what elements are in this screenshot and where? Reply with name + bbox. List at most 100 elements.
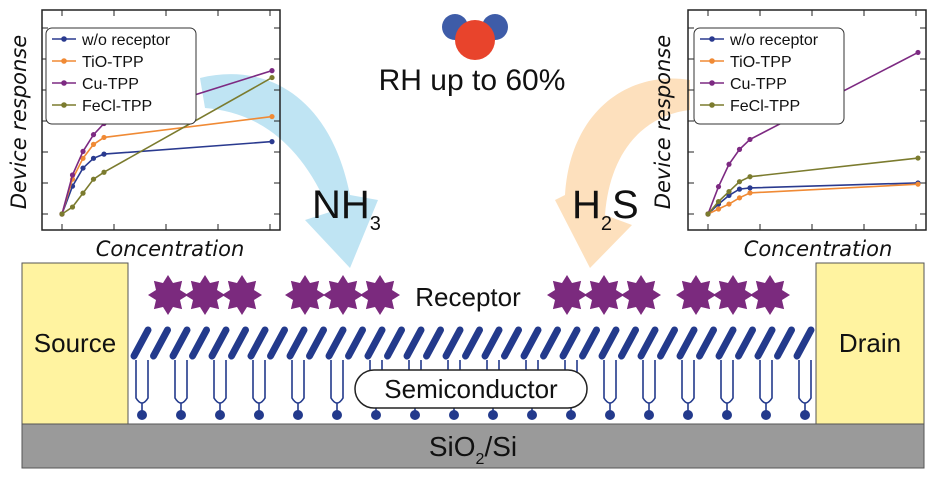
data-point bbox=[915, 155, 921, 161]
data-point bbox=[915, 181, 921, 187]
series-line bbox=[707, 51, 919, 215]
water-molecule-icon bbox=[442, 14, 508, 60]
data-point bbox=[726, 161, 732, 167]
semiconductor-molecule bbox=[384, 326, 405, 360]
series-line bbox=[61, 140, 273, 215]
receptor-molecule-icon bbox=[621, 275, 661, 315]
data-point bbox=[726, 192, 732, 198]
right-chart-ticks bbox=[688, 10, 926, 230]
source-electrode bbox=[21, 262, 129, 425]
right-chart-series bbox=[705, 49, 921, 217]
semiconductor-molecule bbox=[598, 326, 620, 420]
data-point bbox=[101, 151, 107, 157]
legend-label: Cu-TPP bbox=[730, 76, 787, 93]
receptor-molecule-icon bbox=[185, 275, 225, 315]
receptor-molecule-icon bbox=[584, 275, 624, 315]
left-legend-box bbox=[45, 27, 197, 125]
receptor-molecule-icon bbox=[713, 275, 753, 315]
receptor-molecule-icon bbox=[750, 275, 790, 315]
data-point bbox=[747, 190, 753, 196]
receptor-molecule-icon bbox=[285, 275, 325, 315]
semiconductor-molecule bbox=[189, 326, 210, 360]
data-point bbox=[90, 155, 97, 161]
data-point bbox=[269, 139, 275, 145]
data-point bbox=[80, 148, 86, 154]
data-point bbox=[747, 174, 753, 180]
semiconductor-molecule bbox=[676, 326, 698, 420]
source-label: Source bbox=[34, 328, 116, 358]
substrate bbox=[21, 423, 925, 469]
semiconductor-molecule bbox=[715, 326, 737, 420]
data-point bbox=[90, 176, 97, 182]
receptor-molecule-icon bbox=[148, 275, 188, 315]
semiconductor-molecule bbox=[774, 326, 795, 360]
drain-electrode bbox=[815, 262, 925, 425]
series-line bbox=[707, 157, 919, 215]
data-point bbox=[736, 179, 743, 185]
semiconductor-molecule bbox=[267, 326, 288, 360]
legend-label: Cu-TPP bbox=[82, 76, 139, 93]
receptor-label: Receptor bbox=[415, 282, 521, 312]
data-point bbox=[747, 185, 753, 191]
h2s-label: H2S bbox=[572, 183, 639, 235]
drain-label: Drain bbox=[839, 328, 901, 358]
left-chart-frame bbox=[41, 9, 281, 231]
semiconductor-molecule bbox=[696, 326, 717, 360]
data-point bbox=[736, 195, 743, 201]
data-point bbox=[101, 134, 107, 141]
legend-label: FeCl-TPP bbox=[82, 98, 152, 115]
data-point bbox=[269, 113, 275, 120]
semiconductor-molecule bbox=[130, 326, 152, 420]
data-point bbox=[736, 146, 743, 152]
semiconductor-molecule bbox=[735, 326, 756, 360]
data-point bbox=[269, 74, 275, 81]
semiconductor-molecule bbox=[306, 326, 327, 360]
semiconductor-molecule bbox=[462, 326, 483, 360]
semiconductor-molecule bbox=[247, 326, 269, 420]
left-ylabel: Device response bbox=[7, 35, 31, 209]
semiconductor-molecule bbox=[345, 326, 366, 360]
data-point bbox=[915, 49, 921, 56]
semiconductor-molecule bbox=[754, 326, 776, 420]
data-point bbox=[705, 211, 711, 217]
data-point bbox=[715, 206, 722, 212]
left-chart-series bbox=[59, 68, 275, 217]
data-point bbox=[726, 201, 732, 207]
data-point bbox=[90, 132, 97, 138]
right-chart-frame bbox=[687, 9, 927, 231]
semiconductor-molecule bbox=[169, 326, 191, 420]
data-point bbox=[80, 155, 86, 161]
data-point bbox=[69, 204, 76, 210]
legend-marker bbox=[709, 36, 715, 42]
left-xlabel: Concentration bbox=[96, 237, 245, 261]
left-chart-ticks bbox=[42, 10, 280, 230]
legend-marker bbox=[709, 102, 715, 108]
semiconductor-label-box bbox=[354, 369, 588, 409]
receptor-molecule-icon bbox=[222, 275, 262, 315]
legend-label: w/o receptor bbox=[81, 32, 171, 49]
semiconductor-molecule bbox=[208, 326, 230, 420]
legend-marker bbox=[709, 58, 715, 64]
data-point bbox=[269, 68, 275, 74]
nh3-arrow bbox=[200, 74, 378, 268]
semiconductor-molecule bbox=[501, 326, 522, 360]
semiconductor-molecule bbox=[228, 326, 249, 360]
receptor-molecule-icon bbox=[360, 275, 400, 315]
data-point bbox=[726, 189, 732, 195]
data-point bbox=[59, 211, 65, 217]
data-point bbox=[80, 165, 86, 171]
data-point bbox=[80, 190, 86, 196]
legend-marker bbox=[61, 102, 67, 108]
semiconductor-molecule bbox=[325, 326, 347, 420]
semiconductor-molecule bbox=[618, 326, 639, 360]
data-point bbox=[69, 172, 76, 178]
semiconductor-molecule bbox=[637, 326, 659, 420]
receptor-molecule-icon bbox=[323, 275, 363, 315]
semiconductor-molecule bbox=[150, 326, 171, 360]
legend-label: TiO-TPP bbox=[82, 54, 144, 71]
nh3-label: NH3 bbox=[312, 183, 381, 235]
semiconductor-molecule bbox=[793, 326, 815, 420]
